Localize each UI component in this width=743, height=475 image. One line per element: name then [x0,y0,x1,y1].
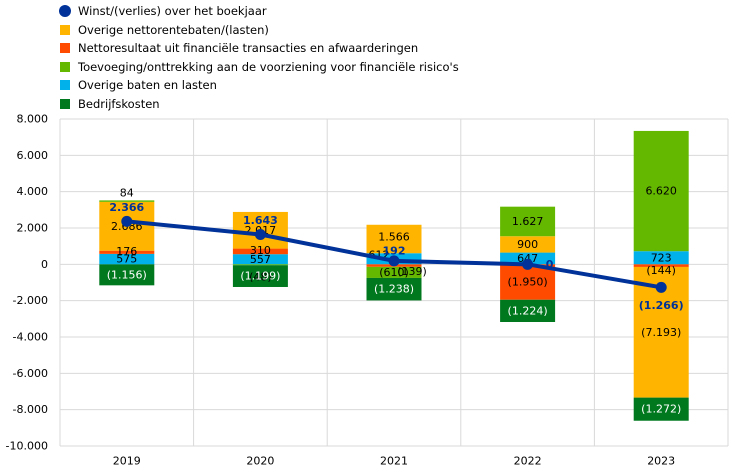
bar-2023-series-3 [633,130,689,252]
bar-label-2019-series-1: 176 [116,245,137,258]
bar-2020-series-4 [232,265,288,287]
xtick-label-2021: 2021 [380,455,408,468]
bar-2020-series-1 [232,248,288,255]
bar-2021-series-3 [366,266,422,278]
profit-label-2022: 0 [546,258,554,271]
legend-item-financial-transactions: Nettoresultaat uit financiële transactie… [58,39,459,58]
legend-label-net-interest: Overige nettorentebaten/(lasten) [78,22,269,37]
profit-point-2021 [388,255,400,267]
legend-item-net-interest: Overige nettorentebaten/(lasten) [58,21,459,40]
legend-swatch-financial-transactions [60,43,70,54]
bar-2022-series-4 [500,299,556,322]
legend-label-risk-provision: Toevoeging/onttrekking aan de voorzienin… [78,59,459,74]
xtick-label-2022: 2022 [514,455,542,468]
bar-label-2022-series-2: 900 [517,238,538,251]
profit-point-2022 [522,258,534,270]
ytick-label-2: 4.000 [17,185,49,198]
ytick-label-9: -10.000 [6,440,48,453]
ytick-label-8: -8.000 [13,403,48,416]
bar-label-2022-series-1: (1.950) [508,276,548,289]
legend-swatch-profit [59,5,71,17]
bar-label-2023-series-0: 723 [651,251,672,264]
bar-2019-series-0 [99,253,155,265]
legend-item-risk-provision: Toevoeging/onttrekking aan de voorzienin… [58,58,459,77]
legend-item-other-income: Overige baten en lasten [58,76,459,95]
bar-label-2019-series-3: 84 [120,187,134,200]
bar-label-2019-series-0: 575 [116,253,137,266]
bar-label-2019-series-4: (1.156) [107,268,147,281]
ytick-label-3: 2.000 [17,222,49,235]
bar-2023-series-0 [633,251,689,265]
bar-2020-series-3 [232,264,288,266]
ytick-label-5: -2.000 [13,294,48,307]
legend-swatch-other-income [60,80,70,91]
legend-label-profit: Winst/(verlies) over het boekjaar [78,4,267,18]
profit-point-2020 [254,228,266,240]
bar-2023-series-4 [633,397,689,421]
bar-label-2021-series-3: (610) [379,266,409,279]
profit-label-2023: (1.266) [639,299,684,312]
profit-point-2019 [121,215,133,227]
bar-label-2020-series-0: 557 [250,253,271,266]
legend-label-financial-transactions: Nettoresultaat uit financiële transactie… [78,41,419,56]
bar-2022-series-1 [500,264,556,300]
ytick-label-6: -4.000 [13,331,48,344]
bar-2021-series-2 [366,224,422,254]
xtick-label-2023: 2023 [647,455,675,468]
bar-label-2022-series-4: (1.224) [508,304,548,317]
profit-label-2019: 2.366 [109,201,144,214]
bar-label-2020-series-3: (48) [249,270,272,283]
bar-2019-series-3 [99,200,155,202]
bar-2022-series-3 [500,206,556,237]
profit-point-2023 [655,281,667,293]
profit-label-2020: 1.643 [243,214,278,227]
bar-label-2023-series-1: (144) [646,264,676,277]
bar-2020-series-0 [232,254,288,265]
ytick-label-7: -6.000 [13,367,48,380]
profit-label-2021: 192 [383,244,406,257]
bar-label-2021-series-2: 1.566 [378,230,410,243]
bar-2021-series-4 [366,277,422,301]
bar-label-2021-series-4: (1.238) [374,283,414,296]
bar-label-2021-series-1: (139) [397,265,427,278]
bar-2019-series-4 [99,264,155,286]
ytick-label-4: 0 [41,258,48,271]
ytick-label-1: 6.000 [17,149,49,162]
bar-label-2023-series-3: 6.620 [645,185,677,198]
legend: Winst/(verlies) over het boekjaar Overig… [58,2,459,114]
legend-label-operating-costs: Bedrijfskosten [78,96,160,111]
bar-label-2020-series-1: 310 [250,244,271,257]
ytick-label-0: 8.000 [17,113,49,126]
bar-2022-series-0 [500,252,556,265]
xtick-label-2019: 2019 [113,455,141,468]
bar-2023-series-1 [633,264,689,267]
bar-label-2022-series-3: 1.627 [512,215,544,228]
legend-swatch-net-interest [60,24,70,35]
legend-item-operating-costs: Bedrijfskosten [58,95,459,114]
bar-label-2020-series-4: (1.199) [240,270,280,283]
xtick-label-2020: 2020 [246,455,274,468]
bar-label-2022-series-0: 647 [517,252,538,265]
legend-label-other-income: Overige baten en lasten [78,78,217,93]
bar-2019-series-1 [99,250,155,254]
legend-swatch-operating-costs [60,98,70,109]
legend-item-profit: Winst/(verlies) over het boekjaar [58,2,459,21]
bar-2022-series-2 [500,236,556,253]
bar-label-2023-series-4: (1.272) [641,403,681,416]
legend-swatch-risk-provision [60,61,70,72]
bar-label-2023-series-2: (7.193) [641,326,681,339]
